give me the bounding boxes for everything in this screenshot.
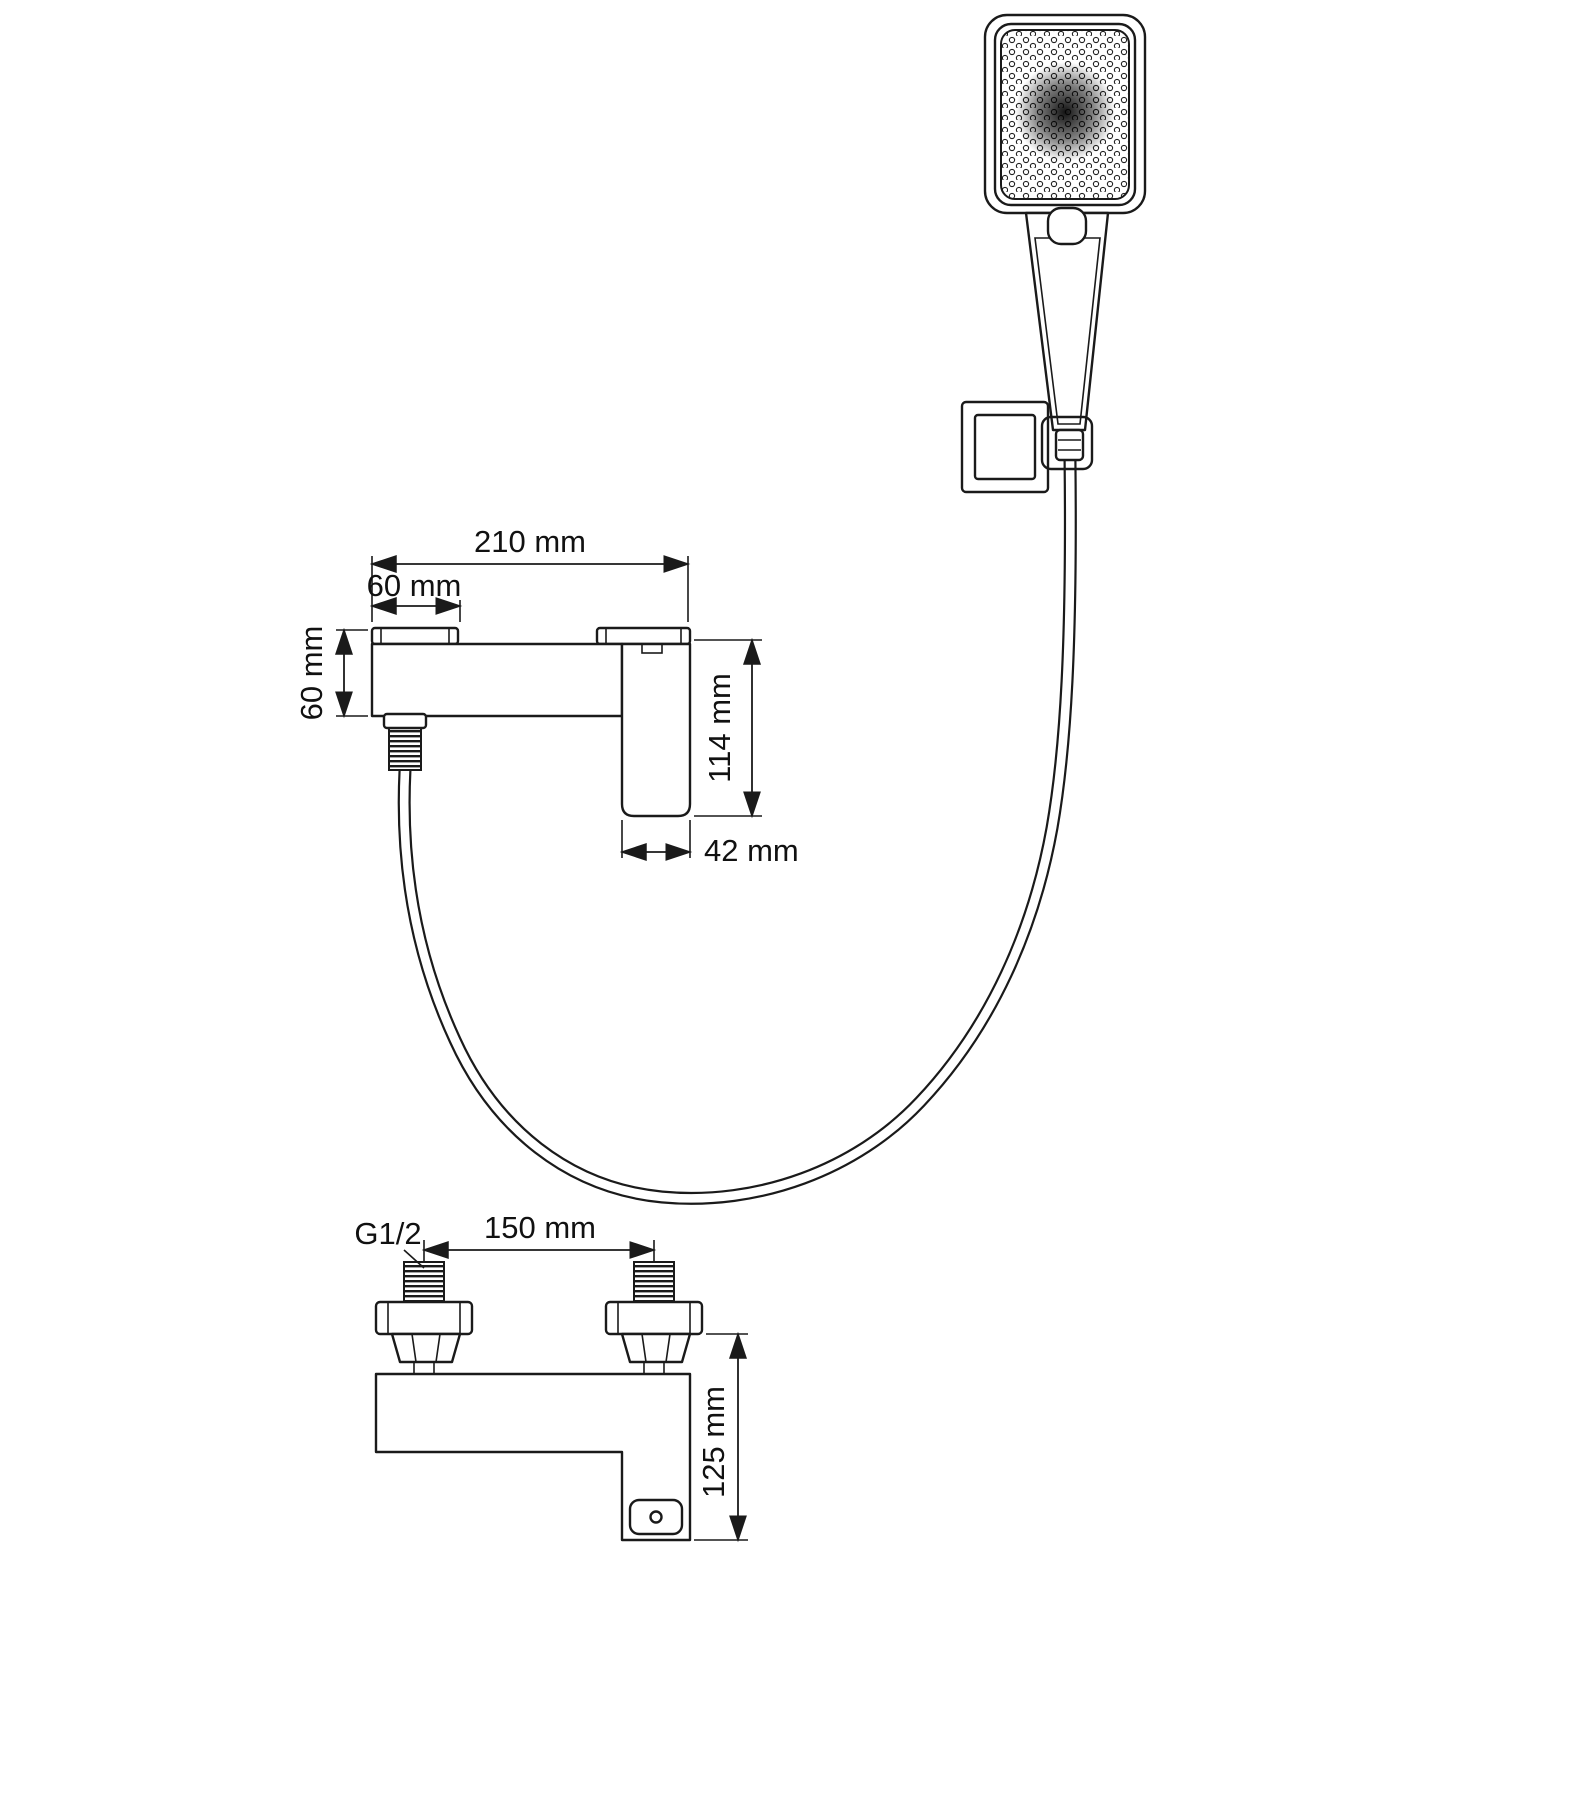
mixer-front-view: [370, 626, 692, 818]
head-inner-rim: [993, 22, 1137, 207]
hose-ferrule: [1054, 428, 1085, 462]
right-plate-tabs: [605, 628, 682, 644]
bottom-body-outline: [374, 1372, 692, 1542]
hose-core: [399, 459, 1075, 1203]
handle-taper: [1024, 211, 1110, 432]
bracket-holder-clip: [1040, 415, 1094, 471]
spout-underside-plate: [628, 1498, 684, 1536]
hose-connector: [382, 712, 428, 771]
thread-callout: G1/2: [354, 1216, 425, 1269]
connector-collar: [382, 712, 428, 730]
left-hex-nut: [390, 1332, 462, 1364]
right-flange: [604, 1300, 704, 1336]
left-wall-plate: [370, 626, 460, 646]
dim-height-114: 114 mm: [694, 637, 762, 819]
left-nut-facets: [411, 1333, 441, 1363]
mixer-handle-block: [620, 642, 692, 818]
mixer-bottom-view: [374, 1261, 704, 1542]
dim-height-60: 60 mm: [294, 626, 368, 721]
bracket-outer-square: [960, 400, 1050, 494]
dim-depth-42: 42 mm: [619, 820, 799, 868]
shank-lines: [413, 1362, 665, 1374]
right-hex-nut: [620, 1332, 692, 1364]
shower-hose: [397, 459, 1077, 1205]
right-flange-tabs: [617, 1302, 691, 1334]
connector-thread: [388, 727, 422, 771]
handle-block-notch: [641, 643, 663, 654]
spout-aerator-hole: [649, 1510, 663, 1524]
thread-leader-line: [403, 1249, 425, 1269]
left-flange-tabs: [387, 1302, 461, 1334]
dim-height-125: 125 mm: [694, 1331, 748, 1543]
shower-head: [983, 13, 1147, 215]
mode-button: [1046, 206, 1088, 246]
dim-150-label: 150 mm: [484, 1210, 596, 1245]
dim-spacing-150: 150 mm: [421, 1210, 657, 1262]
hose-outline: [397, 459, 1077, 1205]
dim-114-label: 114 mm: [702, 673, 737, 783]
right-nut-facets: [641, 1333, 671, 1363]
right-inlet-thread: [633, 1261, 675, 1303]
thread-size-label: G1/2: [354, 1216, 421, 1251]
left-flange: [374, 1300, 474, 1336]
mixer-body-bar: [370, 642, 624, 718]
dim-125-label: 125 mm: [696, 1386, 731, 1498]
left-plate-tabs: [380, 628, 450, 644]
left-inlet-thread: [403, 1261, 445, 1303]
dim-60left-label: 60 mm: [294, 626, 329, 721]
dim-42-label: 42 mm: [704, 833, 799, 868]
wall-bracket: [960, 400, 1050, 494]
bracket-inner-square: [973, 413, 1037, 481]
dim-210-label: 210 mm: [474, 524, 586, 559]
handheld-shower: [960, 13, 1147, 494]
shower-handle: [1024, 206, 1110, 462]
ferrule-grooves: [1058, 439, 1081, 451]
dim-60top-label: 60 mm: [367, 568, 462, 603]
right-wall-plate: [595, 626, 692, 646]
dim-offset-60: 60 mm: [367, 568, 463, 622]
dim-60left-extensions: [336, 629, 368, 717]
spray-face-center: [1015, 62, 1115, 162]
